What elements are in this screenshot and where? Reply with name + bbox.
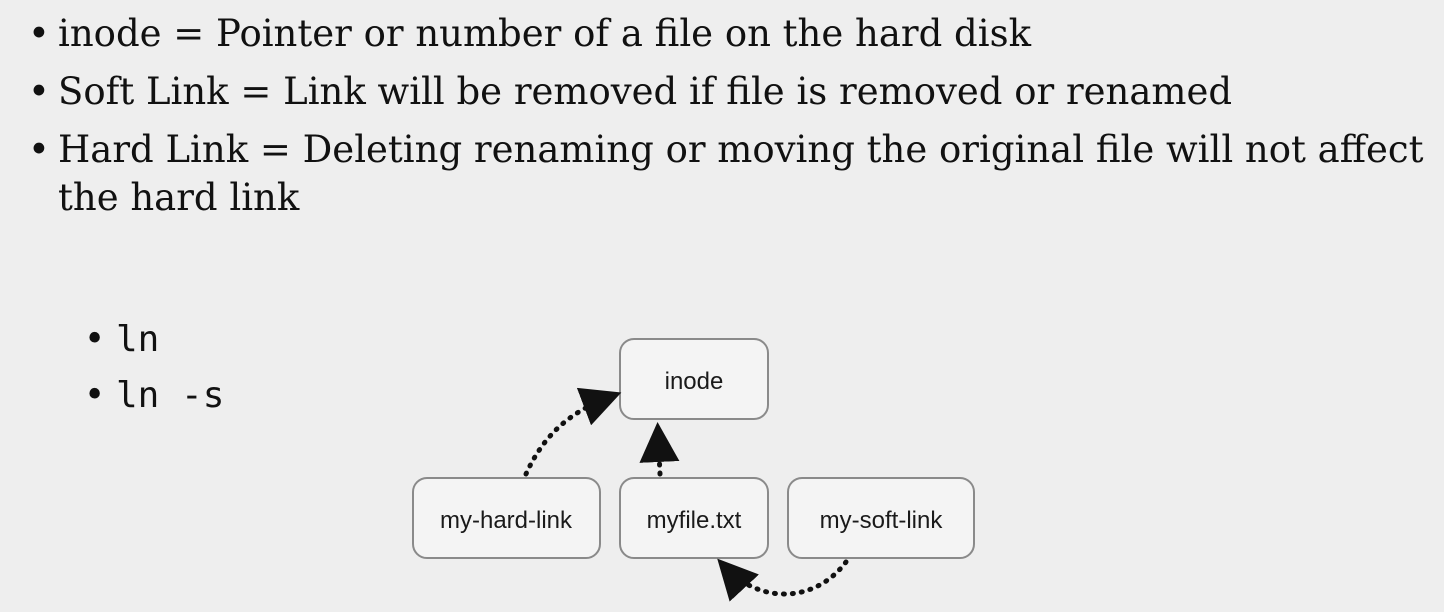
node-file-label: myfile.txt [647,507,742,534]
arrow-soft-link-to-file [717,558,849,602]
bullet-dot-icon: • [28,69,50,113]
command-ln-s: • ln -s [84,368,224,424]
node-inode: inode [619,338,769,420]
bullet-dot-icon: • [84,375,106,416]
bullet-soft-link: • Soft Link = Link will be removed if fi… [22,68,1432,117]
node-hard-link-label: my-hard-link [440,507,573,534]
bullet-text: Soft Link = Link will be removed if file… [58,69,1233,113]
command-ln: • ln [84,312,224,368]
command-list: • ln • ln -s [84,312,224,424]
node-soft-link: my-soft-link [787,477,975,559]
node-soft-link-label: my-soft-link [820,507,944,534]
bullet-text: Hard Link = Deleting renaming or moving … [58,127,1424,220]
node-file: myfile.txt [619,477,769,559]
command-text: ln [116,319,160,360]
command-text: ln -s [116,375,225,416]
bullet-inode: • inode = Pointer or number of a file on… [22,10,1432,59]
definition-list: • inode = Pointer or number of a file on… [22,10,1432,232]
bullet-dot-icon: • [28,12,50,55]
node-inode-label: inode [665,368,724,395]
arrow-hard-link-to-inode [523,387,622,477]
node-hard-link: my-hard-link [412,477,601,559]
arrow-file-to-inode [639,422,680,477]
bullet-text: inode = Pointer or number of a file on t… [58,12,1031,55]
bullet-dot-icon: • [28,127,50,171]
bullet-dot-icon: • [84,319,106,360]
bullet-hard-link: • Hard Link = Deleting renaming or movin… [22,126,1432,224]
